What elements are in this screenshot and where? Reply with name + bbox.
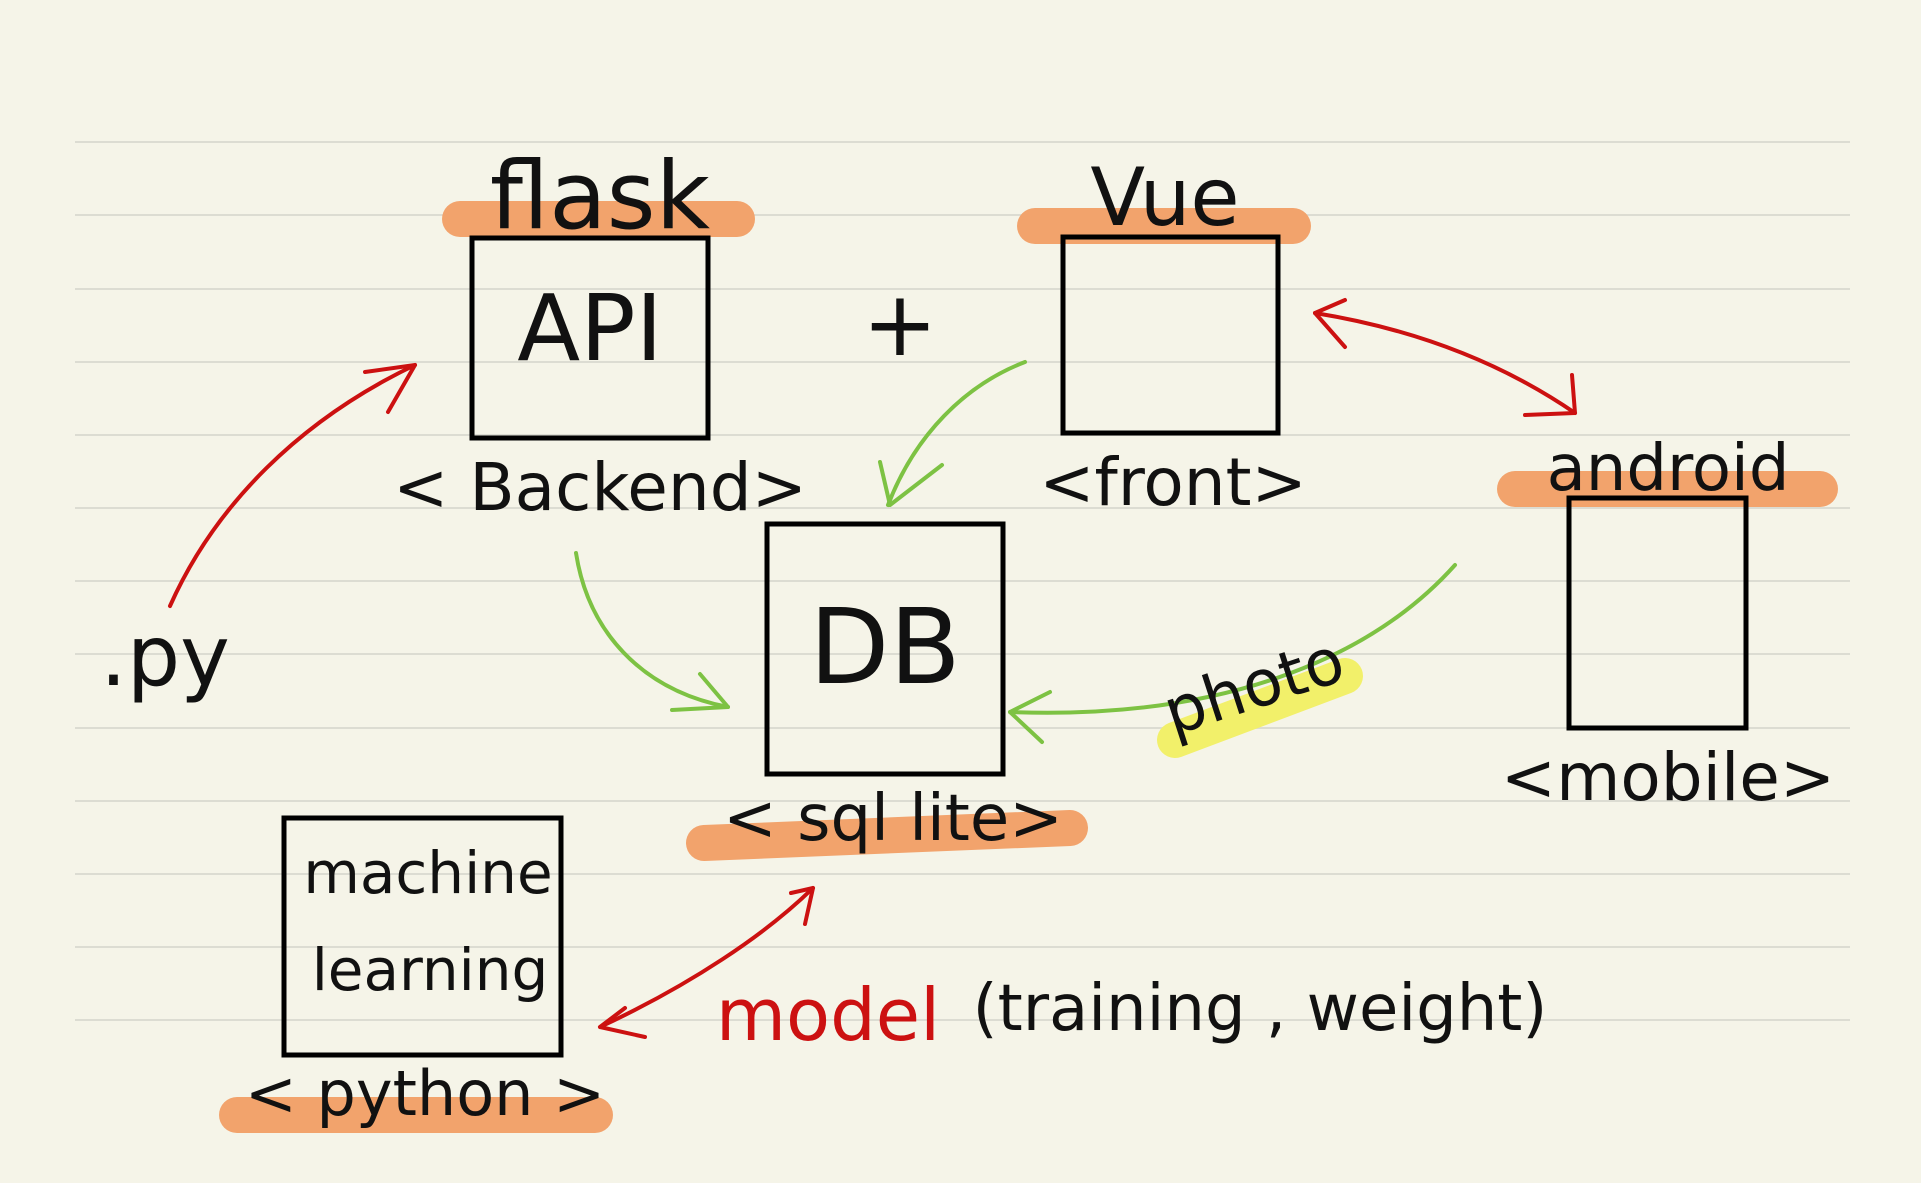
android-box: [1566, 495, 1749, 731]
db-label: DB: [809, 586, 960, 708]
ml-db-double-arrow: [598, 886, 815, 1039]
api-box: [469, 235, 711, 441]
python-label: < python >: [245, 1057, 605, 1130]
py-to-api-arrow: [168, 363, 417, 608]
db-box: [764, 521, 1006, 777]
vue-to-db-arrow: [878, 360, 1027, 507]
py-label: .py: [100, 607, 230, 705]
mobile-label: <mobile>: [1501, 739, 1835, 816]
backend-to-db-arrow: [574, 551, 730, 712]
vue-box: [1060, 234, 1281, 436]
photo-label: photo: [1155, 623, 1353, 750]
flask-heading: flask: [490, 142, 711, 251]
vue-android-double-arrow: [1313, 298, 1577, 417]
ml-label-line1: machine: [303, 839, 552, 907]
android-to-db-arrow: [1008, 563, 1457, 744]
notebook-lines: [75, 141, 1850, 1021]
sqlite-highlight: [686, 810, 1088, 861]
backend-label: < Backend>: [393, 449, 807, 526]
vue-heading: Vue: [1090, 151, 1239, 244]
android-heading: android: [1547, 432, 1790, 506]
front-label: <front>: [1039, 444, 1307, 521]
model-detail-label: (training , weight): [973, 972, 1548, 1046]
api-label: API: [517, 275, 663, 382]
ml-label-line2: learning: [312, 936, 549, 1004]
plus-sign: +: [862, 272, 937, 377]
model-label: model: [716, 973, 940, 1057]
ml-box: [281, 815, 564, 1058]
photo-highlight: [1157, 658, 1363, 758]
sqlite-label: < sql lite>: [723, 782, 1063, 856]
